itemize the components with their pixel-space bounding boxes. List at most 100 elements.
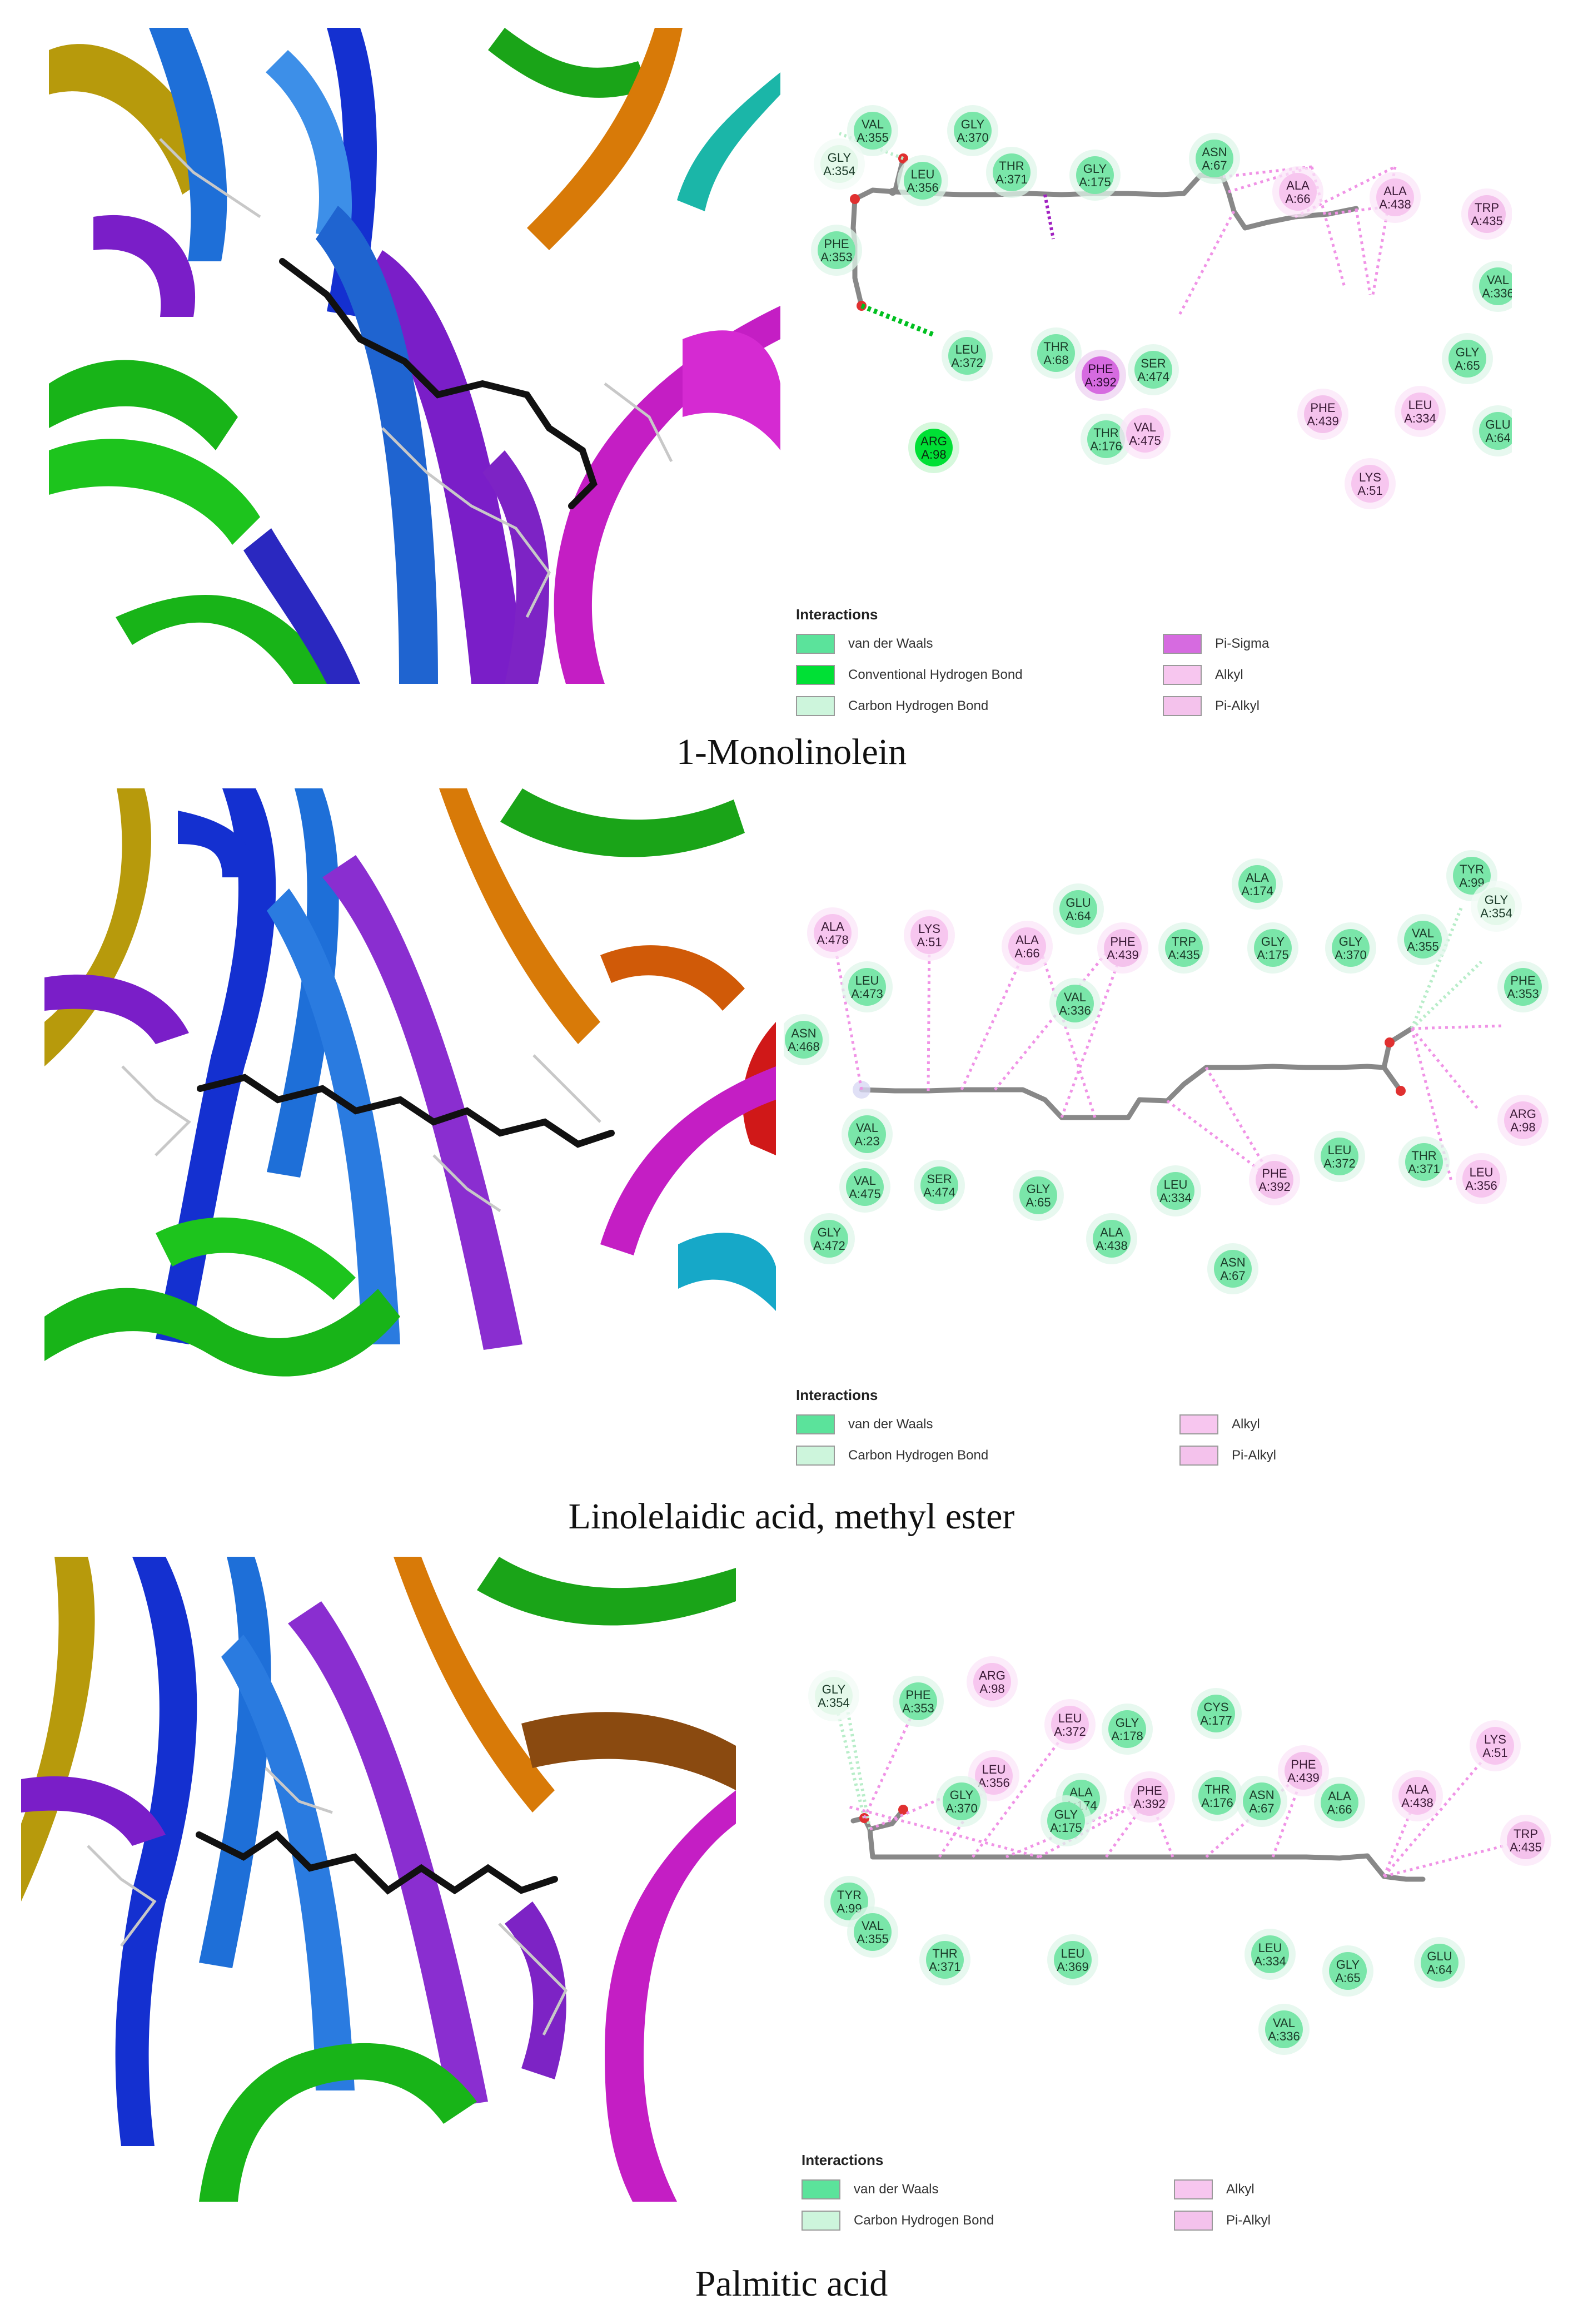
residue-name: GLY — [828, 151, 852, 165]
legend-swatch — [802, 2179, 840, 2199]
residue-gly-a-65: GLYA:65 — [1442, 333, 1493, 384]
residue-trp-a-435: TRPA:435 — [1461, 188, 1512, 240]
residue-name: VAL — [856, 1121, 878, 1135]
residue-phe-a-392: PHEA:392 — [1124, 1771, 1175, 1823]
residue-lys-a-51: LYSA:51 — [904, 910, 955, 961]
residue-name: VAL — [854, 1174, 876, 1188]
legend-label: Carbon Hydrogen Bond — [848, 1448, 988, 1463]
residue-name: PHE — [1310, 401, 1335, 415]
residue-id: A:353 — [902, 1701, 934, 1715]
residue-id: A:370 — [1335, 948, 1367, 962]
legend-item-pi-alkyl: Pi-Alkyl — [1179, 1444, 1276, 1467]
residue-name: ASN — [791, 1026, 816, 1040]
residue-id: A:66 — [1014, 946, 1039, 960]
residue-name: ALA — [1100, 1225, 1123, 1239]
legend-swatch — [1179, 1414, 1218, 1434]
residue-id: A:369 — [1057, 1960, 1089, 1974]
residue-leu-a-372: LEUA:372 — [942, 330, 993, 381]
residue-thr-a-371: THRA:371 — [919, 1934, 970, 1985]
legend-swatch — [796, 1446, 835, 1466]
residue-name: LYS — [1484, 1732, 1506, 1746]
residue-gly-a-354: GLYA:354 — [808, 1670, 859, 1721]
residue-name: THR — [999, 159, 1024, 173]
residue-gly-a-175: GLYA:175 — [1247, 922, 1298, 974]
legend-item-carbon-hydrogen-bond: Carbon Hydrogen Bond — [802, 2209, 994, 2232]
legend-item-van-der-waals: van der Waals — [796, 633, 933, 655]
residue-cys-a-177: CYSA:177 — [1191, 1688, 1242, 1739]
residue-id: A:472 — [813, 1239, 845, 1253]
residue-id: A:355 — [857, 131, 889, 145]
legend-label: Alkyl — [1226, 2182, 1255, 2197]
residue-id: A:98 — [979, 1682, 1004, 1696]
residue-name: GLU — [1485, 418, 1510, 431]
residue-name: LEU — [1258, 1941, 1282, 1955]
residue-id: A:370 — [957, 131, 989, 145]
residue-id: A:334 — [1159, 1191, 1192, 1205]
interaction-diagram-2: ALAA:174TYRA:99GLYA:354ALAA:478LYSA:51GL… — [784, 840, 1573, 1318]
residue-id: A:435 — [1510, 1840, 1542, 1854]
interactions-legend-3: Interactions van der Waals Carbon Hydrog… — [802, 2152, 1357, 2235]
residue-name: VAL — [1412, 926, 1434, 940]
legend-swatch — [796, 665, 835, 685]
residue-name: LEU — [1061, 1946, 1085, 1960]
interaction-diagram-3: GLYA:354PHEA:353ARGA:98CYSA:177LEUA:372G… — [778, 1629, 1567, 2118]
residue-leu-a-334: LEUA:334 — [1150, 1165, 1201, 1216]
residue-name: ALA — [1015, 933, 1039, 947]
residue-id: A:371 — [1408, 1162, 1440, 1176]
residue-thr-a-176: THRA:176 — [1192, 1770, 1243, 1821]
residue-id: A:177 — [1200, 1714, 1232, 1727]
residue-name: THR — [1093, 426, 1118, 440]
legend-title: Interactions — [796, 1387, 878, 1404]
residue-name: LEU — [1328, 1143, 1352, 1157]
residue-name: ALA — [1286, 178, 1310, 192]
residue-thr-a-68: THRA:68 — [1031, 327, 1082, 379]
legend-item-van-der-waals: van der Waals — [802, 2178, 939, 2201]
residue-name: VAL — [1064, 990, 1086, 1004]
residue-name: VAL — [862, 1919, 884, 1933]
legend-swatch — [796, 696, 835, 716]
residue-id: A:51 — [1357, 484, 1382, 498]
residue-name: GLY — [1336, 1958, 1360, 1972]
legend-swatch — [1163, 665, 1202, 685]
residue-leu-a-473: LEUA:473 — [842, 961, 893, 1012]
residue-name: ALA — [1328, 1789, 1351, 1803]
residue-name: GLY — [822, 1682, 846, 1696]
residue-id: A:98 — [1510, 1120, 1535, 1134]
figure-caption-1: 1-Monolinolein — [0, 731, 1583, 773]
legend-label: Pi-Alkyl — [1215, 698, 1260, 714]
residue-phe-a-353: PHEA:353 — [893, 1676, 944, 1727]
residue-ala-a-174: ALAA:174 — [1232, 858, 1283, 910]
residue-name: LEU — [1058, 1711, 1082, 1725]
residue-id: A:98 — [921, 448, 946, 461]
residue-id: A:334 — [1404, 411, 1436, 425]
residue-id: A:67 — [1202, 158, 1227, 172]
residue-name: PHE — [1137, 1784, 1162, 1797]
residue-name: SER — [1141, 356, 1166, 370]
residue-name: GLU — [1066, 896, 1091, 910]
residue-name: GLY — [1456, 345, 1480, 359]
residue-name: TRP — [1172, 935, 1196, 949]
residue-id: A:176 — [1201, 1796, 1233, 1810]
residue-ala-a-438: ALAA:438 — [1392, 1770, 1443, 1821]
residue-name: GLY — [1083, 162, 1107, 176]
legend-swatch — [796, 1414, 835, 1434]
legend-title: Interactions — [796, 606, 878, 623]
residue-trp-a-435: TRPA:435 — [1500, 1815, 1551, 1866]
ligand-skeleton — [862, 1029, 1412, 1118]
residue-val-a-336: VALA:336 — [1258, 2004, 1310, 2055]
residue-id: A:176 — [1090, 439, 1122, 453]
ligand-atoms — [859, 1805, 908, 1823]
residue-name: ARG — [920, 434, 947, 448]
residue-name: PHE — [1088, 362, 1113, 376]
residue-id: A:372 — [951, 356, 983, 370]
legend-label: Alkyl — [1215, 667, 1243, 683]
residue-name: THR — [1043, 340, 1068, 354]
residue-id: A:370 — [945, 1801, 978, 1815]
residue-name: GLY — [961, 117, 985, 131]
residue-id: A:66 — [1285, 192, 1310, 206]
residue-id: A:64 — [1066, 909, 1091, 923]
